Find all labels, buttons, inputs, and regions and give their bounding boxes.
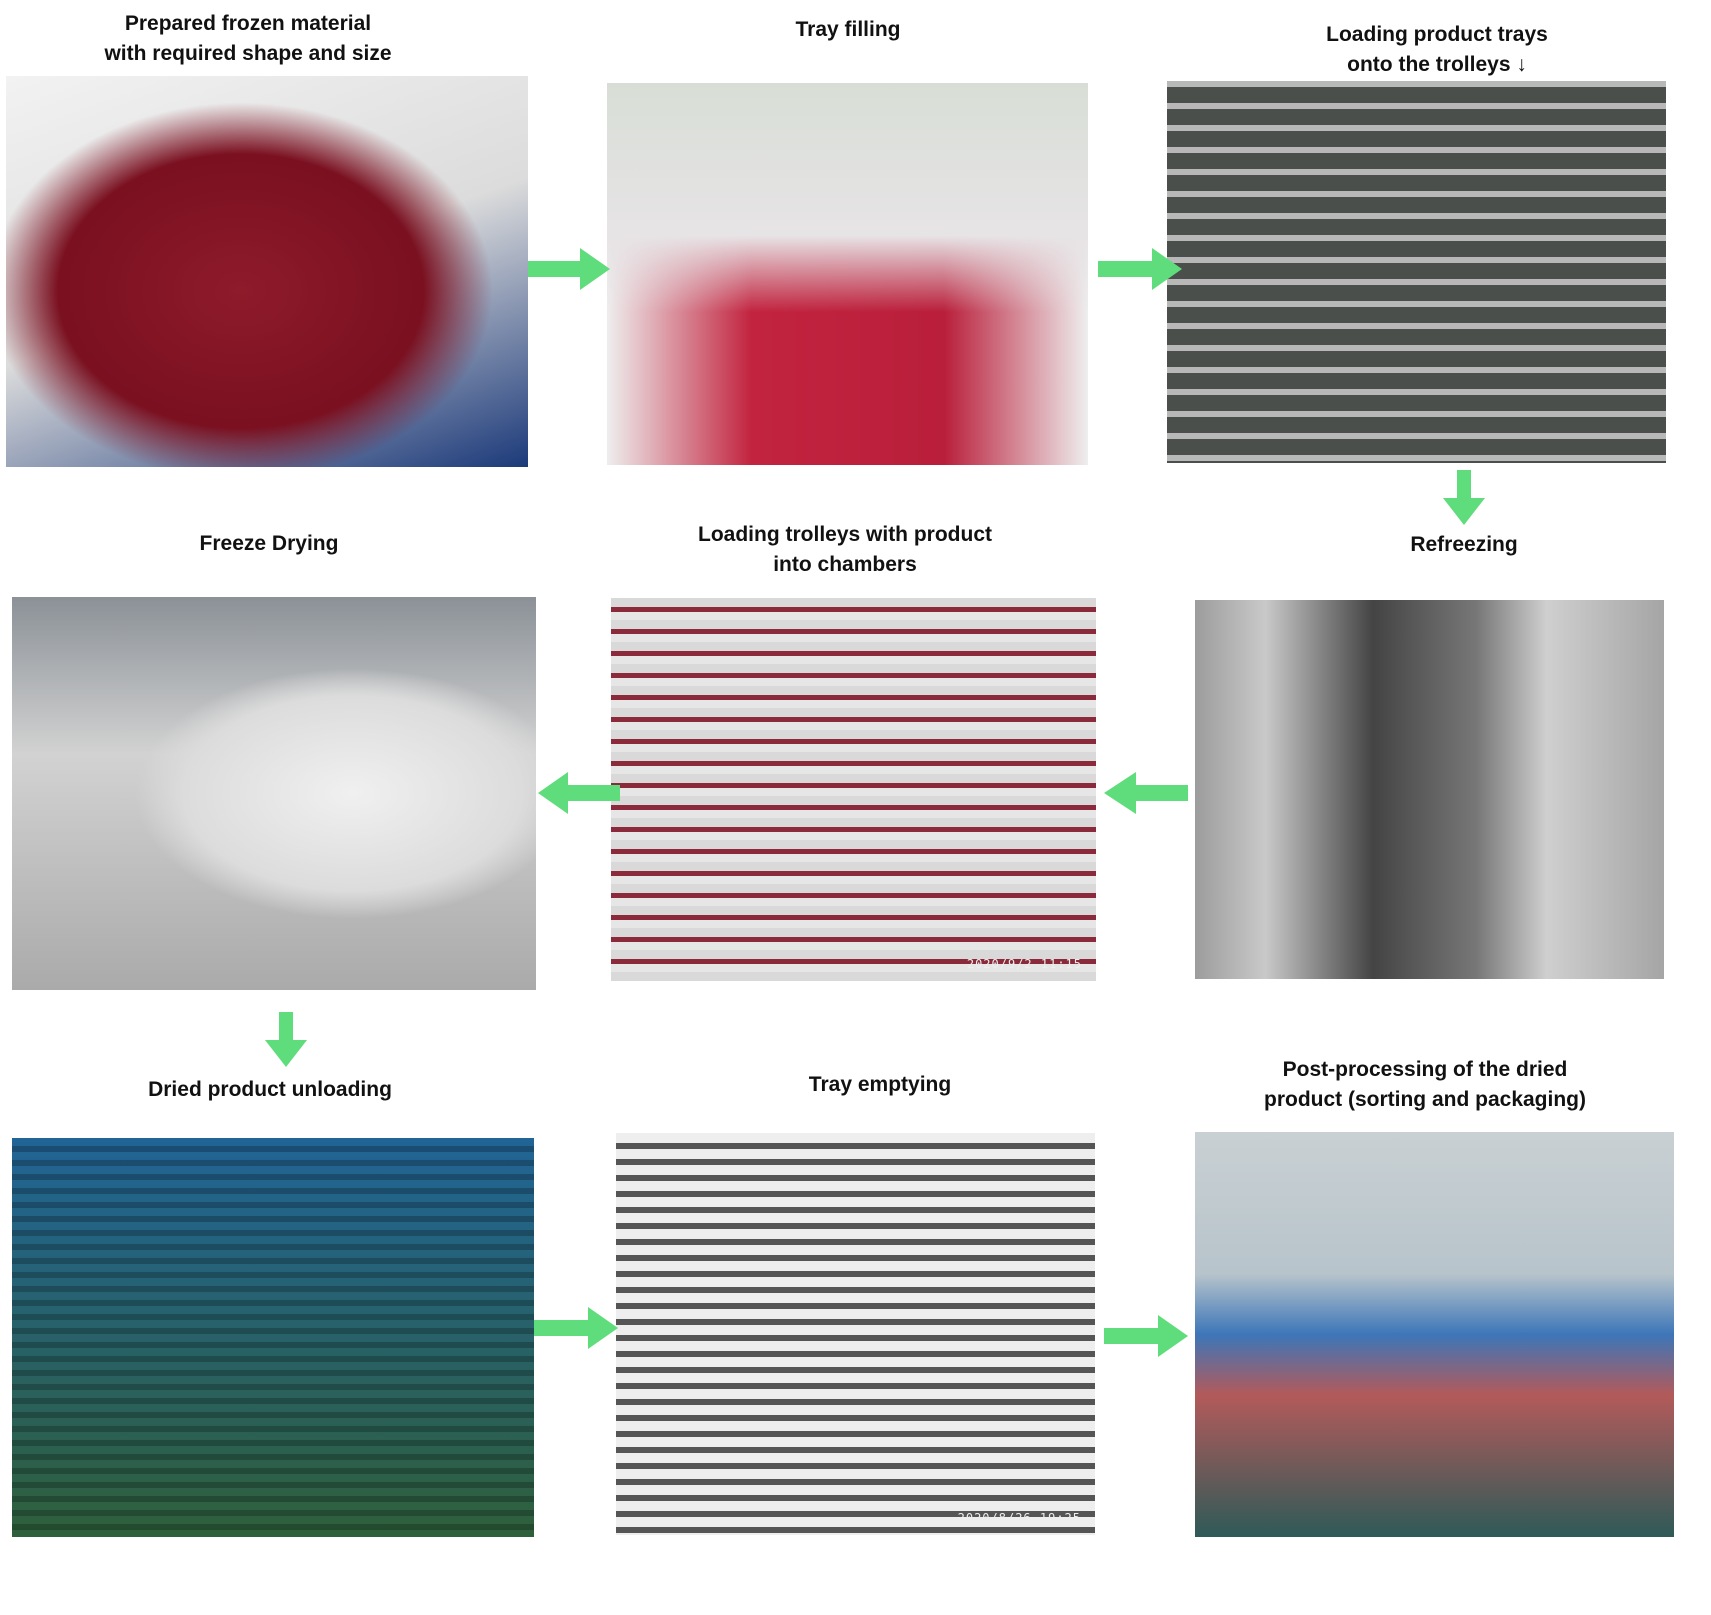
arrow-left-icon — [538, 772, 620, 814]
arrow-down-icon — [1443, 470, 1485, 525]
arrow-right-icon — [1098, 248, 1182, 290]
arrow-right-icon — [534, 1307, 618, 1349]
photo-tray-filling — [607, 83, 1088, 465]
photo-unloading — [12, 1138, 534, 1537]
label-step-3: Loading product trays onto the trolleys ↓ — [1326, 20, 1548, 80]
label-step-4: Refreezing — [1410, 530, 1517, 560]
photo-timestamp: 2020/9/2 11:15 — [966, 957, 1082, 971]
label-step-2: Tray filling — [795, 15, 900, 45]
label-line: Loading product trays — [1326, 23, 1548, 46]
label-line: product (sorting and packaging) — [1263, 1088, 1587, 1111]
label-step-9: Post-processing of the dried product (sor… — [1264, 1055, 1586, 1115]
label-line: Tray emptying — [808, 1073, 952, 1096]
photo-post-processing — [1195, 1132, 1674, 1537]
label-step-8: Tray emptying — [809, 1070, 951, 1100]
label-step-6: Freeze Drying — [200, 529, 339, 559]
label-line: onto the trolleys ↓ — [1347, 53, 1527, 76]
arrow-right-icon — [1104, 1315, 1188, 1357]
label-line: Refreezing — [1410, 533, 1518, 556]
photo-refreezing — [1195, 600, 1664, 979]
photo-tray-emptying: 2020/8/26 19:25 — [616, 1133, 1095, 1535]
label-line: with required shape and size — [104, 42, 392, 65]
label-line: Freeze Drying — [199, 532, 339, 555]
photo-freeze-drying — [12, 597, 536, 990]
photo-frozen-strawberries — [6, 76, 528, 467]
arrow-down-icon — [265, 1012, 307, 1067]
photo-loading-chambers: 2020/9/2 11:15 — [611, 598, 1096, 981]
arrow-left-icon — [1104, 772, 1188, 814]
photo-loading-trays — [1167, 81, 1666, 463]
label-step-1: Prepared frozen material with required sh… — [104, 9, 391, 69]
label-line: Prepared frozen material — [124, 12, 372, 35]
label-step-7: Dried product unloading — [148, 1075, 392, 1105]
label-step-5: Loading trolleys with product into chambe… — [698, 520, 992, 580]
label-line: Tray filling — [795, 18, 901, 41]
label-line: Dried product unloading — [148, 1078, 392, 1101]
label-line: Post-processing of the dried — [1282, 1058, 1568, 1081]
label-line: Loading trolleys with product — [698, 523, 992, 546]
label-line: into chambers — [773, 553, 917, 576]
arrow-right-icon — [528, 248, 610, 290]
photo-timestamp: 2020/8/26 19:25 — [957, 1511, 1081, 1525]
